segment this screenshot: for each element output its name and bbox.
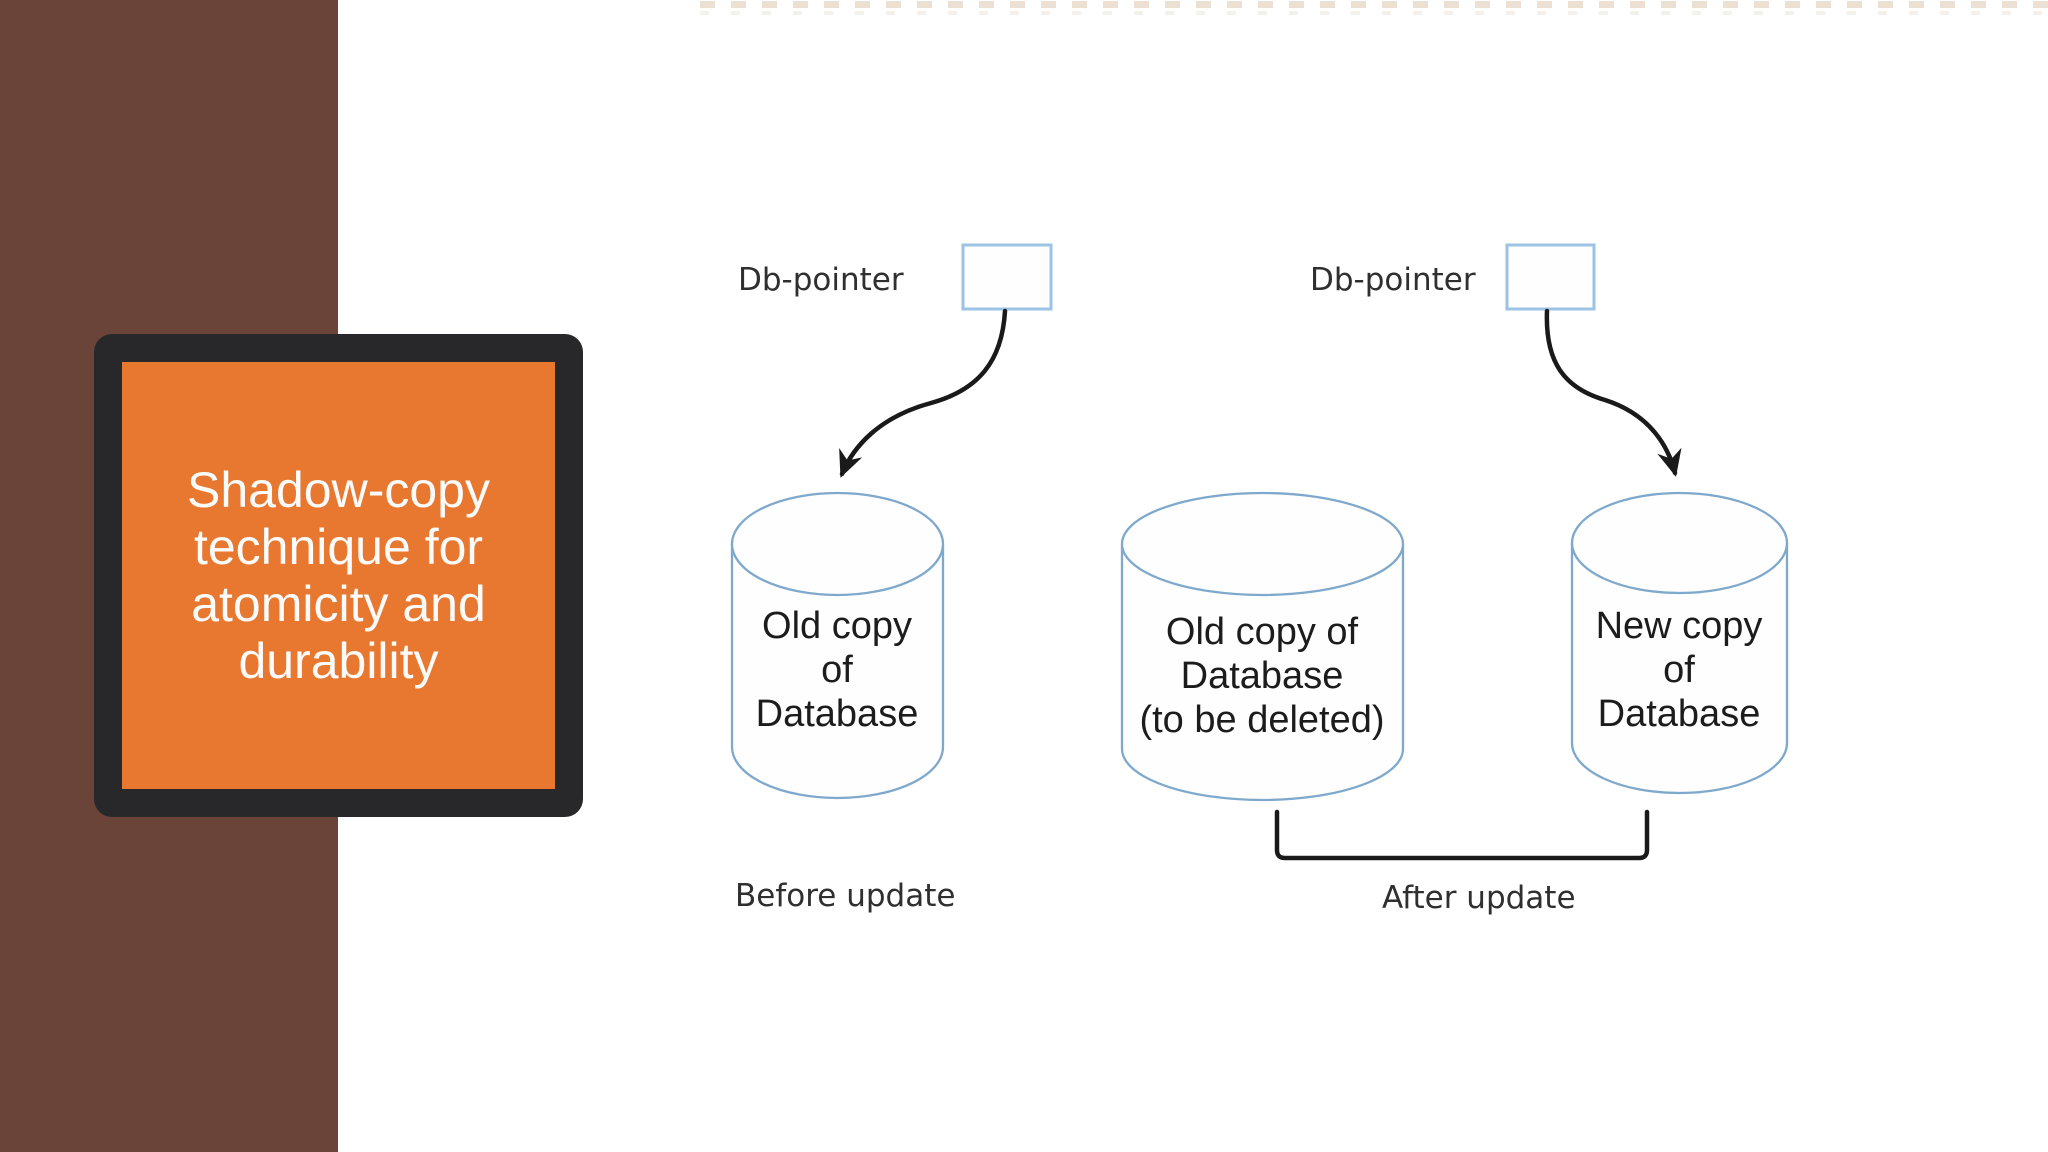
cylinder-old-deleted-label: Old copy of Database (to be deleted) bbox=[1139, 611, 1385, 741]
after-update-bracket bbox=[1274, 809, 1650, 861]
pointer-arrow-right bbox=[1544, 308, 1682, 477]
top-edge-dashes bbox=[700, 1, 2048, 8]
title-card: Shadow-copy technique for atomicity and … bbox=[94, 334, 583, 817]
cylinder-old-deleted-body bbox=[1120, 544, 1405, 802]
caption-before-update: Before update bbox=[735, 878, 956, 914]
cylinder-new-body bbox=[1570, 543, 1789, 795]
cylinder-new-label: New copy of Database bbox=[1595, 605, 1763, 735]
top-edge-dashes-row2 bbox=[700, 11, 2048, 15]
db-pointer-label-left: Db-pointer bbox=[738, 262, 904, 298]
cylinder-new-top bbox=[1570, 491, 1789, 595]
pointer-arrow-left bbox=[839, 308, 1008, 478]
db-pointer-box-left bbox=[961, 243, 1053, 311]
cylinder-old-label: Old copy of Database bbox=[755, 605, 919, 735]
db-pointer-box-right bbox=[1505, 243, 1596, 311]
caption-after-update: After update bbox=[1382, 880, 1576, 916]
cylinder-old-body bbox=[730, 544, 945, 800]
page-title: Shadow-copy technique for atomicity and … bbox=[187, 461, 490, 689]
cylinder-old-top bbox=[730, 491, 945, 597]
db-pointer-label-right: Db-pointer bbox=[1310, 262, 1476, 298]
cylinder-old-deleted-top bbox=[1120, 491, 1405, 597]
